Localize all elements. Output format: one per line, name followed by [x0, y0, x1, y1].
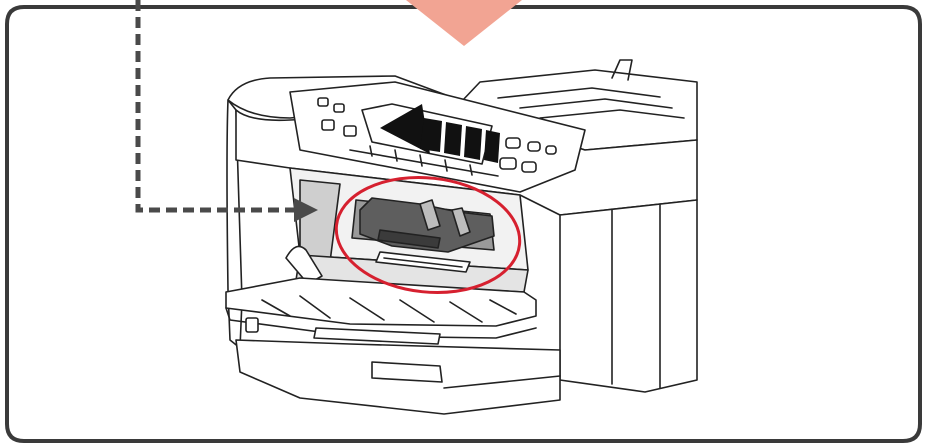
- arrow-bar: [444, 122, 462, 156]
- feeder-guide: [519, 98, 673, 109]
- panel-button: [505, 137, 521, 149]
- arrow-head: [380, 104, 430, 154]
- holder-lever: [451, 207, 471, 237]
- cassette-handle: [371, 361, 443, 383]
- panel-button: [499, 157, 517, 170]
- tray-ribs: [261, 295, 517, 323]
- printer-right-side: [559, 199, 698, 393]
- frame-border: [5, 5, 922, 443]
- print-head-holder: [351, 197, 495, 273]
- dashed-guide-line: [135, 0, 298, 213]
- feeder-tab: [611, 59, 633, 81]
- left-arrow-icon: [380, 104, 500, 163]
- printer-illustration: [225, 59, 698, 415]
- panel-button: [321, 119, 335, 131]
- tray-support-arm: [285, 245, 323, 285]
- panel-button: [527, 141, 541, 152]
- highlight-ellipse: [334, 176, 522, 294]
- panel-button: [545, 145, 557, 155]
- panel-button: [343, 125, 357, 137]
- panel-button: [333, 103, 345, 113]
- panel-button-row: [349, 145, 499, 177]
- arrow-bar: [464, 126, 482, 160]
- panel-button: [521, 161, 537, 173]
- down-arrow-icon: [406, 0, 522, 46]
- tray-slot: [313, 327, 441, 345]
- cassette-edge: [443, 375, 561, 389]
- usb-port: [245, 317, 259, 333]
- feeder-guide: [539, 109, 685, 119]
- holder-rail-line: [383, 257, 463, 268]
- panel-button: [317, 97, 329, 107]
- arrow-bar: [484, 130, 500, 163]
- arrow-bar: [420, 118, 442, 152]
- right-arrow-icon: [294, 198, 318, 222]
- holder-slot: [377, 229, 441, 249]
- feeder-guide: [497, 87, 661, 99]
- holder-lever: [419, 199, 441, 231]
